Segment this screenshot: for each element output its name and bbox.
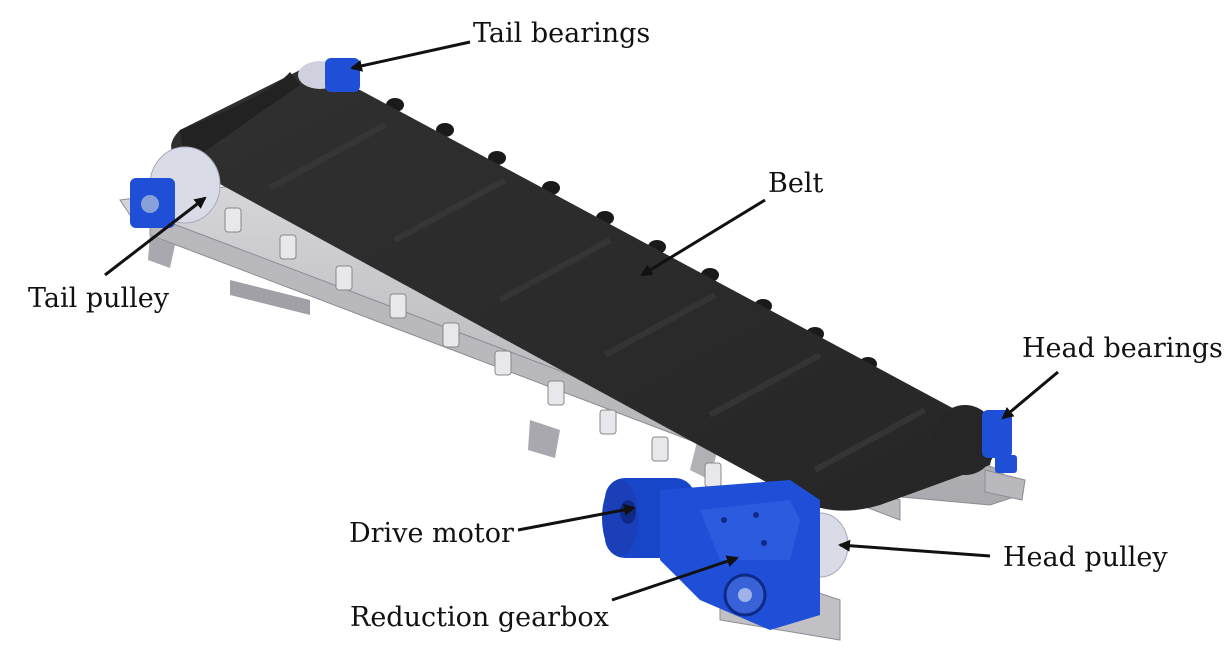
idler-brackets — [224, 207, 722, 488]
tail-bearings-shape — [130, 58, 360, 228]
arrow-head-bearings — [1001, 370, 1059, 420]
label-drive-motor: Drive motor — [349, 518, 514, 549]
label-tail-pulley: Tail pulley — [28, 283, 170, 314]
label-reduction-gearbox: Reduction gearbox — [350, 602, 609, 633]
arrow-head-pulley — [838, 539, 991, 558]
arrow-tail-pulley — [104, 196, 207, 277]
head-bearings-shape — [982, 410, 1017, 473]
arrow-tail-bearings — [350, 40, 471, 72]
arrow-reduction-gearbox — [611, 555, 739, 602]
label-head-pulley: Head pulley — [1003, 542, 1168, 573]
label-belt: Belt — [768, 168, 823, 199]
arrow-drive-motor — [517, 503, 636, 532]
belt-body — [171, 70, 993, 511]
label-tail-bearings: Tail bearings — [473, 18, 650, 49]
leader-arrows — [104, 40, 1059, 602]
arrow-belt — [640, 198, 766, 277]
drive-unit — [602, 478, 841, 641]
label-head-bearings: Head bearings — [1022, 333, 1223, 364]
